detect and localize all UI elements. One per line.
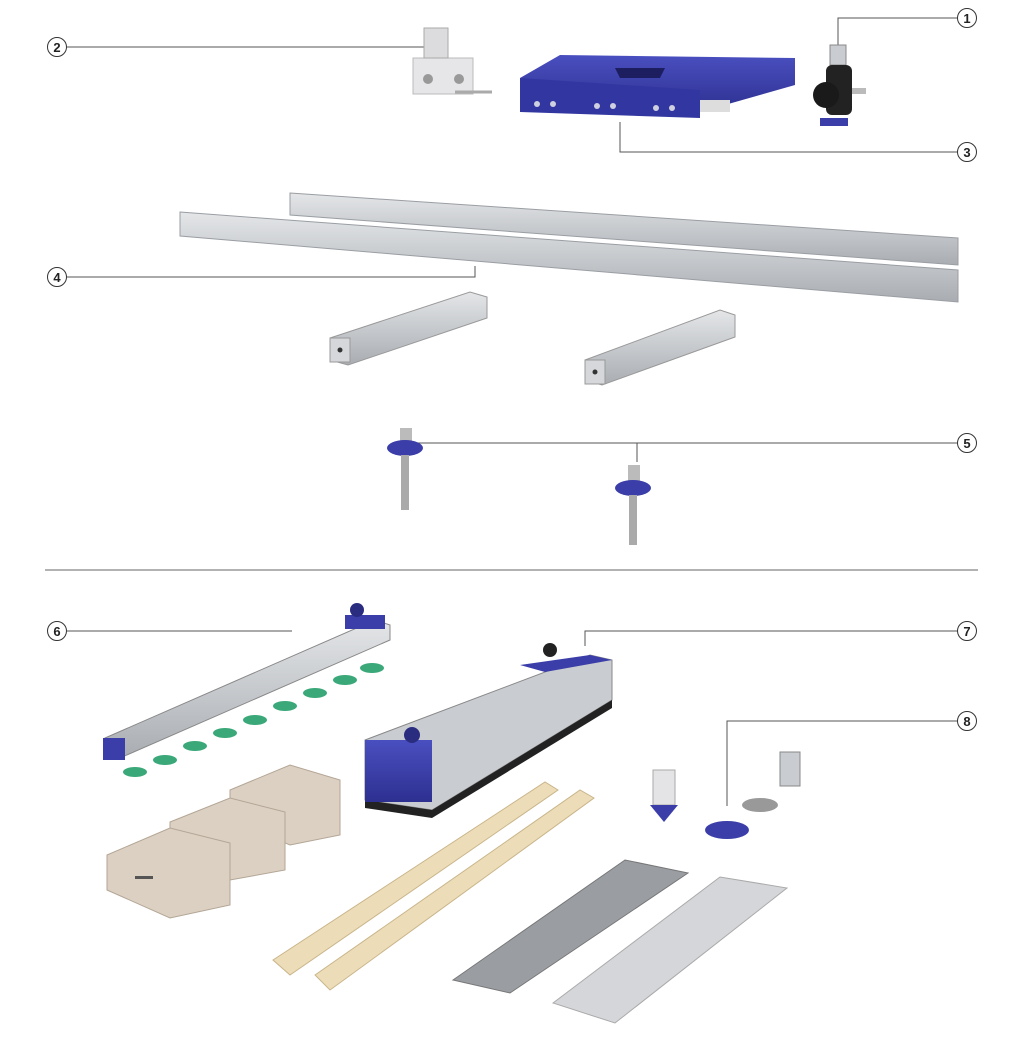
callout-label: 6 bbox=[53, 624, 60, 639]
wire-mesh-sheet bbox=[451, 859, 690, 994]
wooden-beams bbox=[272, 781, 595, 991]
short-profile-part bbox=[584, 309, 736, 386]
suction-cup-gripper-part bbox=[103, 603, 391, 777]
foam-gripper-part bbox=[364, 643, 613, 818]
callout-5: 5 bbox=[957, 433, 977, 453]
valve-block-part bbox=[412, 27, 492, 95]
callout-8: 8 bbox=[957, 711, 977, 731]
callout-label: 1 bbox=[963, 11, 970, 26]
callout-label: 4 bbox=[53, 270, 61, 285]
callout-4: 4 bbox=[47, 267, 67, 287]
callout-3: 3 bbox=[957, 142, 977, 162]
callout-6: 6 bbox=[47, 621, 67, 641]
suction-cup-accessories-part bbox=[650, 751, 801, 839]
callout-label: 2 bbox=[53, 40, 60, 55]
vacuum-generator-part bbox=[813, 44, 866, 126]
callout-1: 1 bbox=[957, 8, 977, 28]
callout-2: 2 bbox=[47, 37, 67, 57]
callout-7: 7 bbox=[957, 621, 977, 641]
cardboard-boxes bbox=[106, 764, 341, 919]
callout-label: 5 bbox=[963, 436, 970, 451]
callout-label: 3 bbox=[963, 145, 970, 160]
callout-label: 8 bbox=[963, 714, 970, 729]
callout-label: 7 bbox=[963, 624, 970, 639]
long-profile-beams-part bbox=[179, 192, 959, 303]
metal-sheet bbox=[551, 876, 789, 1024]
short-profile-part bbox=[329, 291, 488, 366]
spring-plunger-part bbox=[615, 465, 651, 545]
leader-lines bbox=[67, 17, 958, 806]
blue-base-plate-part bbox=[520, 55, 795, 118]
spring-plunger-part bbox=[387, 428, 423, 510]
